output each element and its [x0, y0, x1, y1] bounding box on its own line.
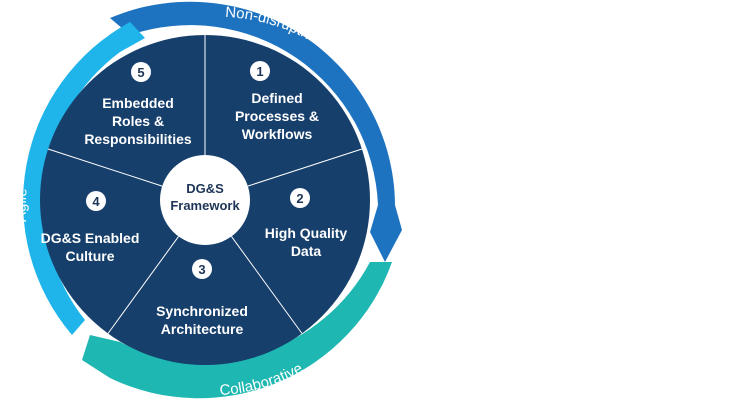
segment-label-line: Data: [291, 243, 322, 259]
segment-label-line: Processes &: [235, 108, 319, 124]
segment-label-line: Architecture: [161, 321, 244, 337]
collaborative-arrow: [82, 262, 392, 399]
segment-label-line: Roles &: [112, 113, 164, 129]
segment-number-badge: [290, 188, 310, 208]
center-title: DG&S: [186, 181, 224, 196]
center-subtitle: Framework: [170, 198, 240, 213]
center-circle: [160, 155, 250, 245]
segment-label-line: High Quality: [265, 225, 348, 241]
agile-label: Agile: [13, 188, 31, 223]
segment-divider: [247, 148, 363, 187]
segment-number-badge: [86, 191, 106, 211]
outer-arrow-ring: [23, 1, 402, 399]
segment-divider: [107, 236, 179, 334]
segment-number: 2: [296, 191, 303, 206]
segment-label-line: Workflows: [242, 126, 313, 142]
segment-divider: [47, 148, 163, 187]
segment-divider: [231, 236, 303, 334]
segment-number-badge: [192, 259, 212, 279]
segment-number: 3: [198, 262, 205, 277]
segment-dividers: [47, 35, 363, 334]
segment-label-line: Culture: [66, 248, 115, 264]
segment-label-line: DG&S Enabled: [41, 230, 140, 246]
segment-label-line: Embedded: [102, 95, 174, 111]
non-disruptive-arrow: [110, 1, 402, 263]
segment-number-badge: [250, 61, 270, 81]
segment-number: 5: [137, 65, 144, 80]
segment-number-badge: [131, 62, 151, 82]
segment-label-line: Synchronized: [156, 303, 248, 319]
segment-number: 4: [92, 194, 100, 209]
segment-number: 1: [256, 64, 263, 79]
agile-arrow: [23, 22, 145, 335]
segment-label-line: Responsibilities: [84, 131, 192, 147]
segment-label-line: Defined: [251, 90, 302, 106]
